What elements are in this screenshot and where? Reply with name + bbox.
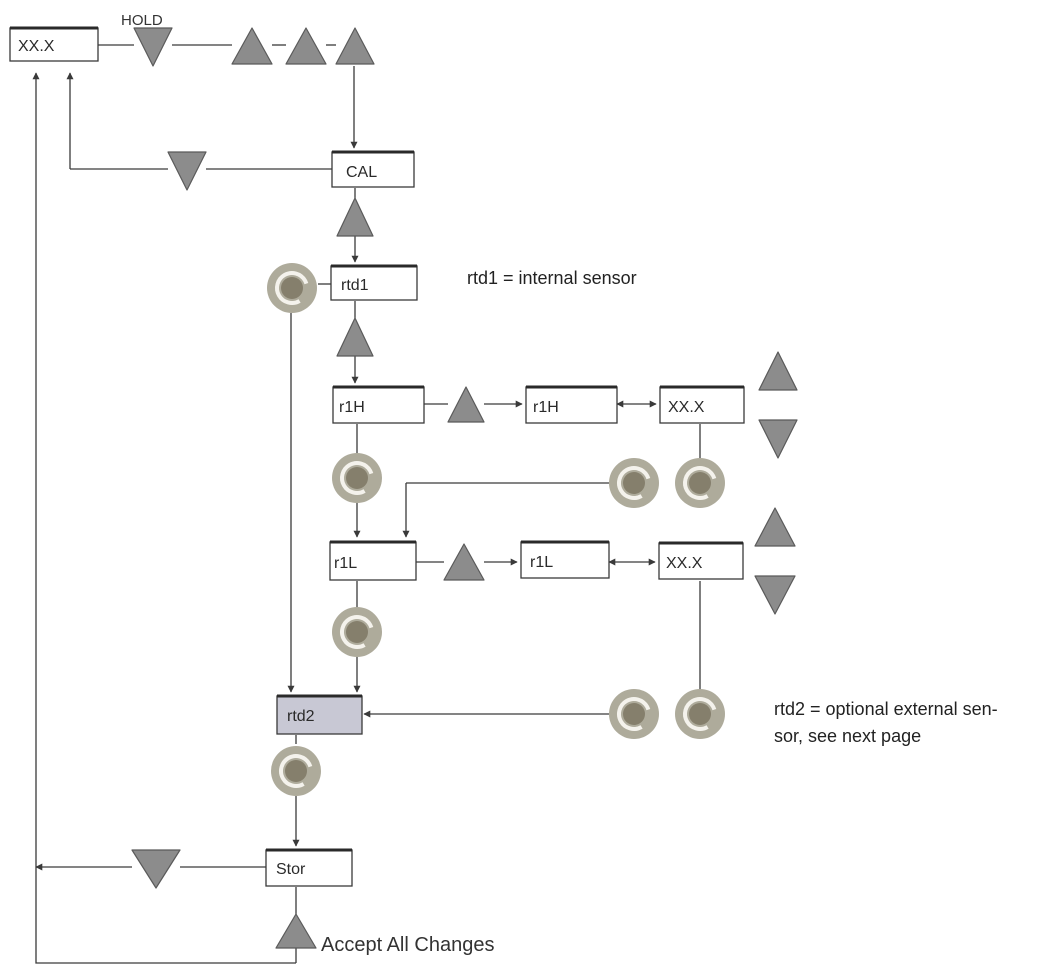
r1h-value-box: XX.X bbox=[659, 385, 745, 424]
key-triangles bbox=[131, 27, 798, 949]
enter-key-core bbox=[285, 760, 307, 782]
up-arrow-key-icon bbox=[758, 351, 798, 391]
enter-key-arc bbox=[340, 615, 374, 649]
enter-key-core bbox=[346, 467, 368, 489]
r1h-edit-box: r1H bbox=[525, 385, 618, 424]
up-arrow-key-icon bbox=[336, 197, 374, 237]
r1h-edit-label: r1H bbox=[533, 399, 559, 416]
down-arrow-key-icon bbox=[167, 151, 207, 191]
rtd1-box: rtd1 bbox=[330, 264, 418, 301]
box-frame bbox=[658, 542, 744, 580]
rtd2-label: rtd2 bbox=[287, 708, 315, 725]
enter-key-icon bbox=[332, 453, 382, 503]
r1l-label: r1L bbox=[334, 555, 357, 572]
arrow-to-display bbox=[32, 72, 296, 964]
rtd1-label: rtd1 bbox=[341, 277, 369, 294]
enter-key-arc bbox=[275, 271, 309, 305]
up-arrow-key-icon bbox=[335, 27, 375, 65]
box-frame bbox=[659, 386, 745, 424]
rtd2-note-line2: sor, see next page bbox=[774, 726, 921, 746]
connector-lines bbox=[32, 44, 701, 964]
box-frame bbox=[265, 849, 353, 887]
enter-keys bbox=[267, 263, 725, 796]
enter-key-core bbox=[623, 472, 645, 494]
up-arrow-key-icon bbox=[285, 27, 327, 65]
display-box: XX.X bbox=[9, 26, 99, 62]
box-frame bbox=[276, 695, 363, 735]
enter-key-arc bbox=[340, 461, 374, 495]
enter-key-icon bbox=[609, 458, 659, 508]
up-arrow-key-icon bbox=[754, 507, 796, 547]
enter-key-core bbox=[689, 472, 711, 494]
up-arrow-key-icon bbox=[275, 913, 317, 949]
rtd2-box: rtd2 bbox=[276, 694, 363, 735]
up-arrow-key-icon bbox=[447, 386, 485, 423]
enter-key-arc bbox=[279, 754, 313, 788]
enter-key-core bbox=[689, 703, 711, 725]
enter-key-arc bbox=[683, 466, 717, 500]
down-arrow-key-icon bbox=[754, 575, 796, 615]
cal-label: CAL bbox=[346, 164, 377, 181]
r1h-value: XX.X bbox=[668, 399, 705, 416]
enter-key-core bbox=[281, 277, 303, 299]
stor-box: Stor bbox=[265, 848, 353, 887]
enter-key-icon bbox=[675, 458, 725, 508]
box-frame bbox=[329, 541, 417, 581]
box-frame bbox=[9, 27, 99, 62]
rtd2-note-line1: rtd2 = optional external sen- bbox=[774, 699, 998, 719]
cal-box: CAL bbox=[331, 150, 415, 188]
enter-key-icon bbox=[675, 689, 725, 739]
box-frame bbox=[520, 541, 610, 579]
r1h-label: r1H bbox=[339, 399, 365, 416]
down-arrow-key-icon bbox=[758, 419, 798, 459]
r1l-edit-box: r1L bbox=[520, 540, 610, 579]
r1l-edit-label: r1L bbox=[530, 554, 553, 571]
r1l-value: XX.X bbox=[666, 555, 703, 572]
r1h-box: r1H bbox=[332, 385, 425, 424]
r1l-value-box: XX.X bbox=[658, 541, 744, 580]
box-frame bbox=[525, 386, 618, 424]
rtd1-note: rtd1 = internal sensor bbox=[467, 268, 637, 288]
up-arrow-key-icon bbox=[336, 317, 374, 357]
display-value: XX.X bbox=[18, 38, 55, 55]
enter-key-core bbox=[623, 703, 645, 725]
enter-key-arc bbox=[683, 697, 717, 731]
down-arrow-key-icon bbox=[131, 849, 181, 889]
enter-key-arc bbox=[617, 466, 651, 500]
enter-key-icon bbox=[609, 689, 659, 739]
up-arrow-key-icon bbox=[231, 27, 273, 65]
enter-key-icon bbox=[267, 263, 317, 313]
accept-label: Accept All Changes bbox=[321, 934, 494, 956]
enter-key-arc bbox=[617, 697, 651, 731]
enter-key-icon bbox=[332, 607, 382, 657]
down-arrow-key-icon bbox=[133, 27, 173, 67]
box-frame bbox=[332, 386, 425, 424]
hold-label: HOLD bbox=[121, 12, 163, 29]
enter-key-icon bbox=[271, 746, 321, 796]
r1l-box: r1L bbox=[329, 540, 417, 581]
stor-label: Stor bbox=[276, 861, 306, 878]
enter-key-core bbox=[346, 621, 368, 643]
up-arrow-key-icon bbox=[443, 543, 485, 581]
